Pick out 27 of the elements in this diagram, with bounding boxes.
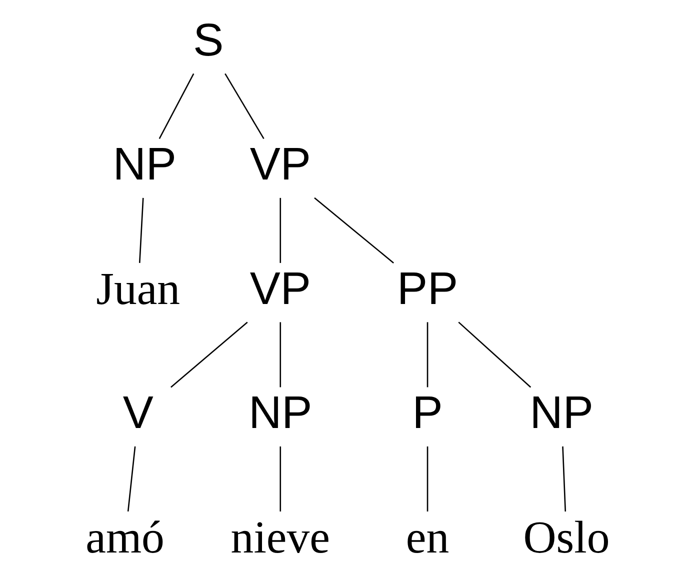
- connector: [170, 322, 248, 388]
- connector: [314, 197, 394, 264]
- node-text: nieve: [230, 511, 330, 562]
- connector: [426, 446, 428, 512]
- node-text: NP: [248, 387, 312, 438]
- node-text: VP: [249, 138, 310, 190]
- node-text: S: [192, 14, 224, 66]
- node-text: en: [405, 511, 449, 562]
- connector: [126, 446, 136, 512]
- node-text: PP: [396, 262, 458, 314]
- connector: [138, 198, 144, 263]
- connector: [426, 322, 428, 388]
- node-text: NP: [529, 387, 593, 438]
- connector: [158, 73, 194, 139]
- node-text: amó: [85, 511, 164, 562]
- connector: [279, 198, 281, 263]
- connector: [224, 73, 264, 140]
- connector: [562, 446, 566, 512]
- node-text: VP: [249, 262, 310, 314]
- connector: [458, 322, 531, 388]
- node-text: V: [122, 387, 153, 438]
- connector: [279, 446, 281, 512]
- connector: [279, 322, 281, 388]
- node-text: P: [412, 387, 442, 438]
- node-text: Oslo: [522, 511, 610, 562]
- node-text: Juan: [96, 262, 180, 314]
- node-text: NP: [112, 138, 176, 190]
